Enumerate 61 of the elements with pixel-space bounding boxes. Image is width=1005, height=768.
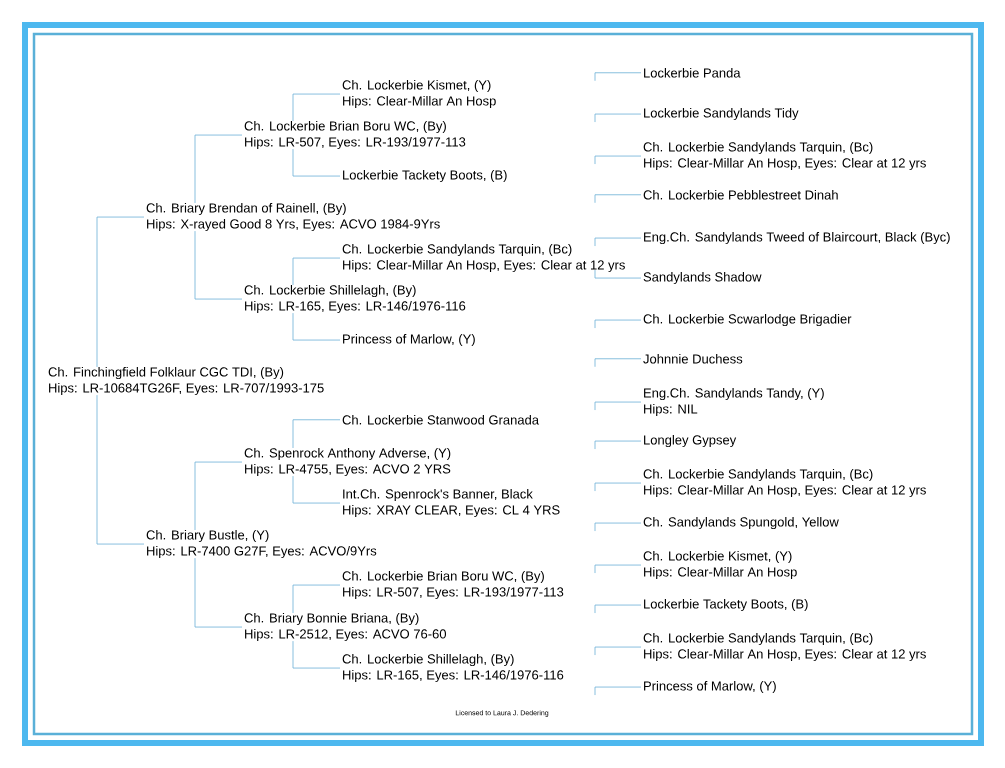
tree-line	[594, 319, 642, 329]
pedigree-entry: Lockerbie Panda	[644, 68, 741, 78]
tree-line	[292, 419, 341, 449]
pedigree-entry: Ch. Lockerbie Brian Boru WC, (By) Hips: LR-507, Eyes: LR-193/1977-113	[342, 571, 564, 600]
tree-line	[594, 564, 642, 574]
pedigree-entry: Ch. Briary Bustle, (Y) Hips: LR-7400 G27F, Eyes: ACVO/9Yrs	[146, 530, 377, 559]
pedigree-entry: Princess of Marlow, (Y)	[343, 334, 475, 347]
pedigree-entry: Ch. Lockerbie Stanwood Granada	[342, 415, 539, 425]
tree-line	[594, 72, 642, 82]
tree-line	[594, 482, 642, 492]
pedigree-entry: Ch. Lockerbie Sandylands Tarquin, (Bc) Hips: Clear-Millar An Hosp, Eyes: Clear at 12 yrs	[342, 244, 625, 273]
tree-line	[292, 257, 341, 286]
pedigree-entry: Lockerbie Sandylands Tidy	[644, 108, 799, 121]
pedigree-entry: Ch. Briary Brendan of Rainell, (By) Hips: X-rayed Good 8 Yrs, Eyes: ACVO 1984-9Yrs	[146, 203, 440, 232]
pedigree-entry: Johnnie Duchess	[643, 354, 743, 364]
pedigree-entry: Eng.Ch. Sandylands Tandy, (Y) Hips: NIL	[644, 388, 824, 417]
tree-line	[594, 440, 642, 450]
pedigree-entry: Lockerbie Tackety Boots, (B)	[644, 599, 808, 612]
pedigree-entry: Ch. Lockerbie Shillelagh, (By) Hips: LR-165, Eyes: LR-146/1976-116	[244, 285, 466, 314]
pedigree-entry: Ch. Lockerbie Pebblestreet Dinah	[643, 190, 838, 200]
tree-line	[594, 401, 642, 411]
tree-line	[292, 93, 341, 122]
tree-line	[96, 394, 145, 545]
pedigree-entry: Ch. Lockerbie Sandylands Tarquin, (Bc) Hips: Clear-Millar An Hosp, Eyes: Clear at 12 yrs	[643, 142, 926, 171]
tree-line	[292, 640, 341, 669]
pedigree-entry: Ch. Sandylands Spungold, Yellow	[643, 517, 839, 530]
pedigree-entry: Ch. Lockerbie Sandylands Tarquin, (Bc) Hips: Clear-Millar An Hosp, Eyes: Clear at 12 yrs	[643, 633, 926, 662]
tree-line	[594, 522, 642, 532]
pedigree-entry: Ch. Finchingfield Folklaur CGC TDI, (By) Hips: LR-10684TG26F, Eyes: LR-707/1993-175	[48, 367, 324, 396]
pedigree-entry: Ch. Lockerbie Sandylands Tarquin, (Bc) Hips: Clear-Millar An Hosp, Eyes: Clear at 12 yrs	[643, 469, 926, 498]
pedigree-entry: Ch. Spenrock Anthony Adverse, (Y) Hips: LR-4755, Eyes: ACVO 2 YRS	[244, 448, 451, 477]
tree-line	[594, 155, 642, 165]
tree-line	[594, 686, 642, 696]
tree-line	[194, 557, 243, 628]
pedigree-entry: Ch. Lockerbie Scwarlodge Brigadier	[643, 314, 852, 327]
tree-line	[594, 358, 642, 368]
pedigree-entry: Ch. Lockerbie Kismet, (Y) Hips: Clear-Millar An Hosp	[643, 551, 797, 580]
pedigree-entry: Lockerbie Tackety Boots, (B)	[343, 170, 507, 183]
tree-line	[594, 604, 642, 614]
tree-line	[594, 113, 642, 123]
pedigree-entry: Ch. Lockerbie Brian Boru WC, (By) Hips: LR-507, Eyes: LR-193/1977-113	[244, 121, 466, 150]
tree-line	[594, 237, 642, 247]
pedigree-entry: Int.Ch. Spenrock's Banner, Black Hips: XRAY CLEAR, Eyes: CL 4 YRS	[343, 489, 560, 518]
pedigree-entry: Princess of Marlow, (Y)	[644, 681, 776, 694]
tree-line	[292, 312, 341, 341]
tree-line	[292, 584, 341, 614]
pedigree-entry: Longley Gypsey	[644, 435, 737, 448]
pedigree-entry: Ch. Briary Bonnie Briana, (By) Hips: LR-2512, Eyes: ACVO 76-60	[244, 613, 447, 642]
tree-line	[594, 646, 642, 656]
tree-line	[194, 230, 243, 300]
tree-line	[194, 134, 243, 204]
pedigree-entry: Sandylands Shadow	[643, 272, 762, 285]
pedigree-entry: Ch. Lockerbie Shillelagh, (By) Hips: LR-165, Eyes: LR-146/1976-116	[342, 654, 564, 683]
pedigree-entry: Eng.Ch. Sandylands Tweed of Blaircourt, Black (Byc)	[644, 232, 950, 245]
tree-line	[594, 269, 642, 279]
pedigree-entry: Ch. Lockerbie Kismet, (Y) Hips: Clear-Millar An Hosp	[342, 80, 496, 109]
tree-line	[292, 475, 341, 504]
tree-line	[594, 194, 642, 204]
tree-line	[96, 216, 145, 368]
tree-line	[292, 148, 341, 177]
tree-line	[194, 461, 243, 531]
